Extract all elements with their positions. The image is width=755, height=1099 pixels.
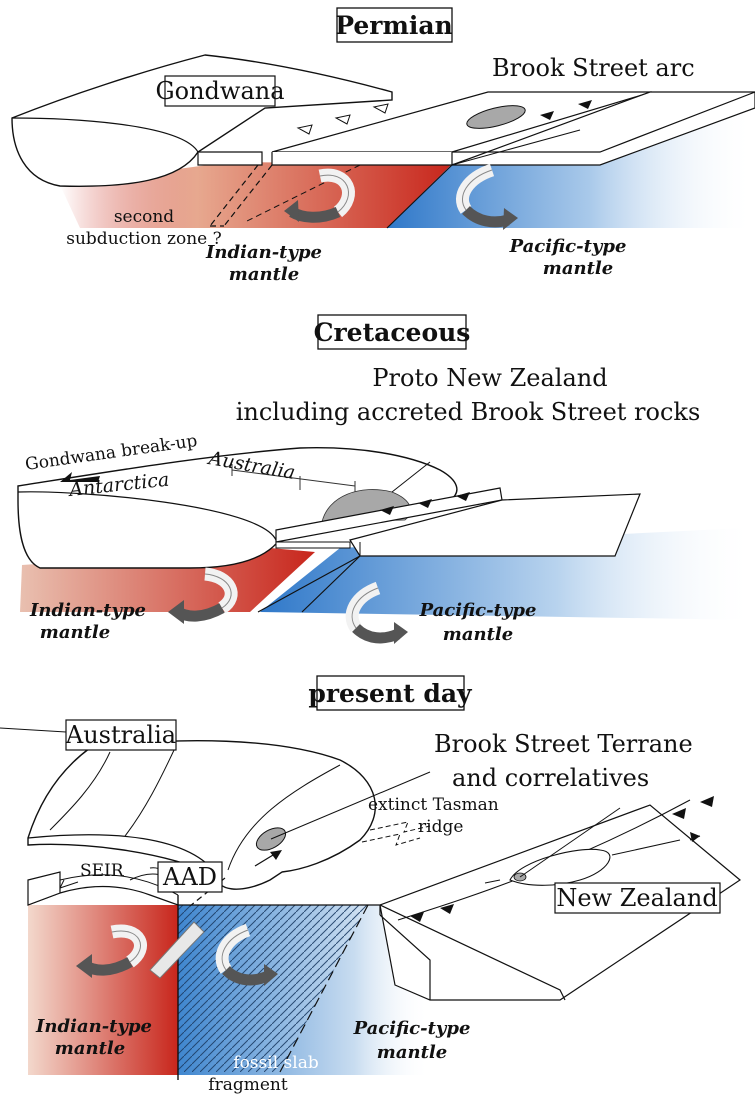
permian-arc-label: Brook Street arc <box>492 54 695 82</box>
cretaceous-proto-label-2: including accreted Brook Street rocks <box>236 398 701 426</box>
present-pacific-label-1: Pacific-type <box>353 1018 471 1039</box>
present-indian-label-1: Indian-type <box>35 1016 152 1037</box>
permian-title: Permian <box>335 11 453 40</box>
present-title: present day <box>308 679 473 708</box>
permian-indian-label-1: Indian-type <box>205 242 322 263</box>
panel-permian: Permian Gondwana Brook Street arc <box>12 8 755 285</box>
cretaceous-indian-label-2: mantle <box>40 622 110 643</box>
present-fossil-label-1: fossil slab <box>233 1053 319 1073</box>
permian-gondwana-label: Gondwana <box>155 77 284 105</box>
permian-pacific-label-2: mantle <box>543 258 613 279</box>
present-terrane-label-2: and correlatives <box>452 764 649 792</box>
present-indian-label-2: mantle <box>55 1038 125 1059</box>
present-seir-label: SEIR <box>80 861 125 881</box>
cretaceous-proto-label-1: Proto New Zealand <box>372 364 607 392</box>
permian-second-label-1: second <box>114 207 174 227</box>
present-extinct-label-1: extinct Tasman <box>368 795 499 815</box>
cretaceous-indian-label-1: Indian-type <box>29 600 146 621</box>
permian-second-label-2: subduction zone ? <box>66 229 221 249</box>
cretaceous-title: Cretaceous <box>314 318 471 347</box>
permian-indian-label-2: mantle <box>229 264 299 285</box>
cretaceous-pacific-label-2: mantle <box>443 624 513 645</box>
present-aad-label: AAD <box>162 863 217 891</box>
present-pacific-label-2: mantle <box>377 1042 447 1063</box>
panel-cretaceous: Cretaceous Proto New Zealand including a… <box>18 315 755 645</box>
present-extinct-label-2: ridge <box>418 817 463 837</box>
permian-pacific-label-1: Pacific-type <box>509 236 627 257</box>
cretaceous-pacific-label-1: Pacific-type <box>419 600 537 621</box>
present-nz-label: New Zealand <box>556 884 717 912</box>
panel-present-day: present day Australia <box>0 676 740 1095</box>
present-australia-label: Australia <box>65 721 176 749</box>
present-fossil-label-2: fragment <box>208 1075 288 1095</box>
present-terrane-label-1: Brook Street Terrane <box>434 730 693 758</box>
